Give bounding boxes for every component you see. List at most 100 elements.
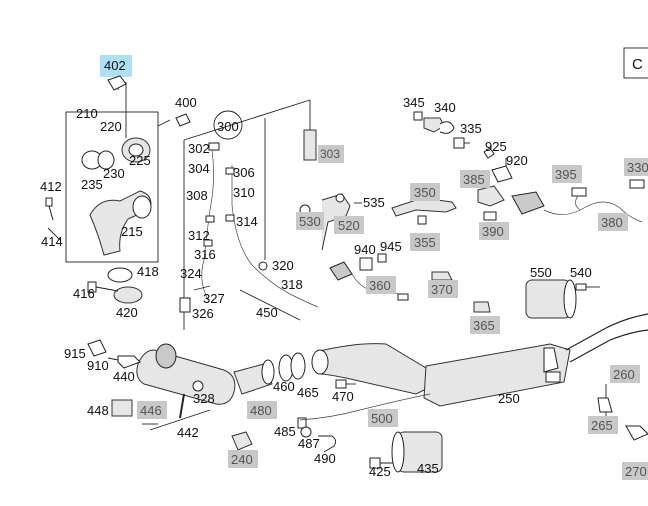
- label-520: 520: [338, 218, 360, 233]
- label-925: 925: [485, 139, 507, 154]
- label-360: 360: [369, 278, 391, 293]
- part-915: [87, 339, 107, 357]
- sensor-group-360: [329, 253, 491, 313]
- gasket-230-part: [97, 150, 115, 170]
- label-320: 320: [272, 258, 294, 273]
- label-500: 500: [371, 411, 393, 426]
- label-400: 400: [175, 95, 197, 110]
- gasket-402-part: [107, 75, 127, 91]
- label-414: 414: [41, 234, 63, 249]
- clip-925-part: [483, 147, 495, 159]
- label-530: 530: [299, 214, 321, 229]
- label-210: 210: [76, 106, 98, 121]
- catalyst-part: [136, 349, 236, 405]
- label-250: 250: [498, 391, 520, 406]
- label-390: 390: [482, 224, 504, 239]
- corner-tab-text: C: [632, 56, 643, 73]
- sensor-303-part: [303, 129, 317, 161]
- turbo-connection-group: 402: [45, 55, 191, 304]
- label-487: 487: [298, 436, 320, 451]
- clip-945-part: [377, 253, 387, 263]
- bolt-412-part: [45, 197, 54, 221]
- label-470: 470: [332, 389, 354, 404]
- label-535: 535: [363, 195, 385, 210]
- label-330: 330: [627, 160, 648, 175]
- bracket-326-part: [179, 297, 191, 313]
- label-240: 240: [231, 452, 253, 467]
- label-230: 230: [103, 166, 125, 181]
- label-440: 440: [113, 369, 135, 384]
- sensor-910-part: [117, 355, 141, 369]
- bolt-470-part: [335, 379, 347, 389]
- label-385: 385: [463, 172, 485, 187]
- label-335: 335: [460, 121, 482, 136]
- sensor-line-group: [179, 99, 319, 330]
- label-326: 326: [192, 306, 214, 321]
- highlight-402: [100, 55, 132, 77]
- fitting-314-part: [225, 214, 235, 222]
- muffler-550-part: [525, 279, 571, 319]
- hanger-270-part: [625, 425, 648, 441]
- fitting-302-part: [208, 142, 220, 151]
- label-420: 420: [116, 305, 138, 320]
- label-416: 416: [73, 286, 95, 301]
- label-480: 480: [250, 403, 272, 418]
- label-402: 402: [104, 58, 126, 73]
- label-550: 550: [530, 265, 552, 280]
- label-485: 485: [274, 424, 296, 439]
- clip-320-part: [258, 261, 268, 271]
- corner-tab: C: [623, 47, 648, 79]
- label-225: 225: [129, 153, 151, 168]
- label-355: 355: [414, 235, 436, 250]
- label-920: 920: [506, 153, 528, 168]
- label-318: 318: [281, 277, 303, 292]
- bracket-385-part: [477, 185, 505, 207]
- label-442: 442: [177, 425, 199, 440]
- label-235: 235: [81, 177, 103, 192]
- label-302: 302: [188, 141, 210, 156]
- bracket-370-part: [431, 271, 453, 281]
- label-300: 300: [217, 119, 239, 134]
- bolt-335-part: [453, 137, 465, 149]
- main-exhaust-line: [136, 313, 648, 407]
- label-370: 370: [431, 282, 453, 297]
- flange-420-part: [113, 286, 143, 304]
- lower-middle-parts: [231, 379, 443, 473]
- label-380: 380: [601, 215, 623, 230]
- clamp-416-part: [87, 281, 97, 293]
- label-350: 350: [414, 185, 436, 200]
- label-328: 328: [193, 391, 215, 406]
- fitting-306-part: [225, 167, 235, 175]
- right-hanger-group: [597, 384, 648, 441]
- clip-390-part: [483, 211, 497, 221]
- label-304: 304: [188, 161, 210, 176]
- block-448-part: [111, 399, 133, 417]
- label-316: 316: [194, 247, 216, 262]
- label-945: 945: [380, 239, 402, 254]
- flex-pipe-part: [315, 343, 437, 395]
- ring-418-part: [107, 267, 133, 283]
- muffler-550-group: [525, 279, 600, 319]
- clamp-328-part: [192, 380, 204, 392]
- label-303: 303: [320, 147, 340, 161]
- label-345: 345: [403, 95, 425, 110]
- label-915: 915: [64, 346, 86, 361]
- plug-395-part: [571, 187, 587, 197]
- bolt-540-part: [575, 283, 587, 291]
- clip-355-part: [417, 215, 427, 225]
- label-940: 940: [354, 242, 376, 257]
- label-540: 540: [570, 265, 592, 280]
- label-265: 265: [591, 418, 613, 433]
- label-448: 448: [87, 403, 109, 418]
- bolt-400-part: [175, 113, 191, 127]
- label-308: 308: [186, 188, 208, 203]
- label-450: 450: [256, 305, 278, 320]
- label-446: 446: [140, 403, 162, 418]
- fitting-308-part: [205, 215, 215, 223]
- clip-330-part: [629, 179, 645, 189]
- clamp-490-part: [318, 435, 337, 453]
- control-unit-part: [511, 191, 545, 215]
- silencer-250-part: [423, 343, 571, 407]
- bracket-240-part: [231, 431, 253, 451]
